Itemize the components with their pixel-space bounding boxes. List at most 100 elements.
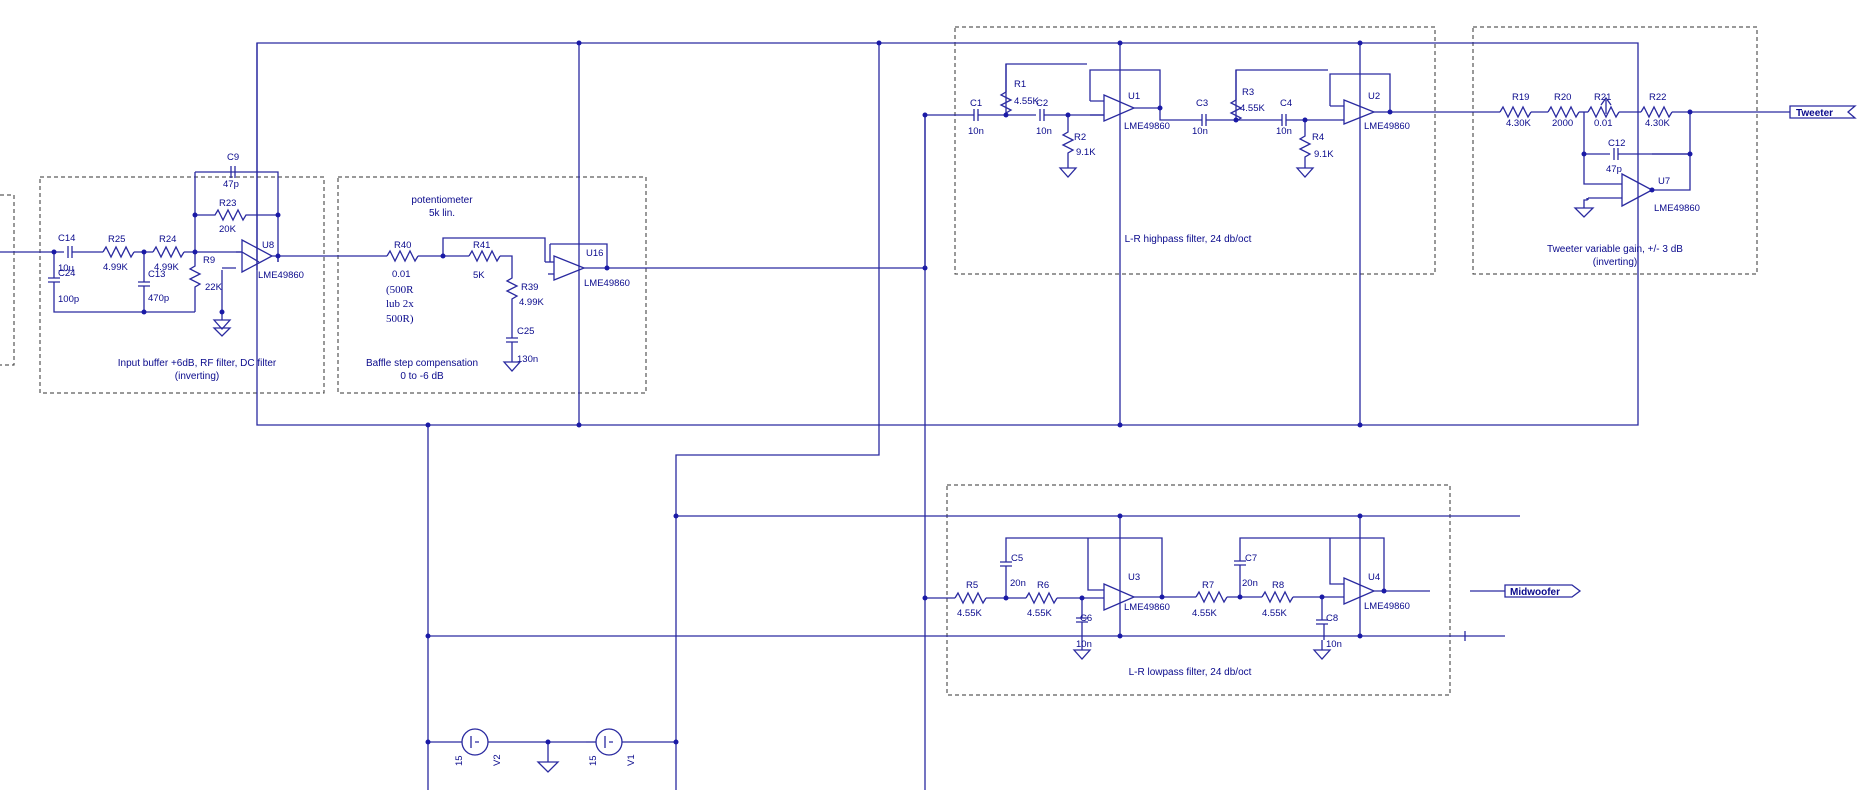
power-junctions: [425, 40, 1363, 745]
input-buffer-circuit: [0, 166, 350, 330]
ground-tweeter: [1573, 207, 1595, 218]
component-c6-ref: C6: [1080, 613, 1092, 624]
component-r8-ref: R8: [1272, 580, 1284, 591]
component-r3-value: 4.55K: [1240, 103, 1265, 114]
component-u16-ref: U16: [586, 248, 603, 259]
component-r20-value: 2000: [1552, 118, 1573, 129]
component-r41-ref: R41: [473, 240, 490, 251]
voltage-source-v1: 15 V1: [588, 728, 637, 766]
component-r6-ref: R6: [1037, 580, 1049, 591]
midwoofer-net-label: Midwoofer: [1504, 584, 1582, 598]
section-offscreen-box: [0, 194, 15, 366]
baffle-step-labels: R40 0.01 (500R lub 2x 500R) R41 5K R39 4…: [366, 195, 630, 382]
component-r25-ref: R25: [108, 234, 125, 245]
component-u4-value: LME49860: [1364, 601, 1410, 612]
component-r8-value: 4.55K: [1262, 608, 1287, 619]
component-r22-ref: R22: [1649, 92, 1666, 103]
component-c1-value: 10n: [968, 126, 984, 137]
voltage-source-v2: 15 V2: [454, 728, 503, 766]
component-c24-ref: C24: [58, 268, 75, 279]
section-input-buffer-subtitle: (inverting): [175, 371, 219, 382]
tweeter-gain-junctions: [1581, 109, 1693, 193]
component-r5-ref: R5: [966, 580, 978, 591]
highpass-labels: C1 10n R1 4.55K C2 10n R2 9.1K U1 LME498…: [968, 79, 1410, 245]
component-c24-value: 100p: [58, 294, 79, 305]
component-c14-ref: C14: [58, 233, 75, 244]
section-baffle-step-box: [337, 176, 647, 394]
r40-note-line-3: 500R): [386, 313, 414, 325]
r40-note-line-2: lub 2x: [386, 298, 414, 310]
component-c1-ref: C1: [970, 98, 982, 109]
baffle-step-junctions: [440, 253, 928, 271]
component-r41-value: 5K: [473, 270, 485, 281]
component-c4-value: 10n: [1276, 126, 1292, 137]
lowpass-labels: R5 4.55K C5 20n R6 4.55K C6 10n U3 LME49…: [957, 553, 1410, 678]
input-buffer-junctions: [51, 212, 281, 315]
component-r19-value: 4.30K: [1506, 118, 1531, 129]
component-u4-ref: U4: [1368, 572, 1380, 583]
section-baffle-step-title: Baffle step compensation: [366, 358, 478, 369]
section-highpass-title: L-R highpass filter, 24 db/oct: [1125, 234, 1252, 245]
component-c12-ref: C12: [1608, 138, 1625, 149]
component-c13-ref: C13: [148, 269, 165, 280]
component-u8-ref: U8: [262, 240, 274, 251]
component-r1-ref: R1: [1014, 79, 1026, 90]
component-c2-value: 10n: [1036, 126, 1052, 137]
component-r25-value: 4.99K: [103, 262, 128, 273]
component-c2-ref: C2: [1036, 98, 1048, 109]
component-r6-value: 4.55K: [1027, 608, 1052, 619]
component-c9-ref: C9: [227, 152, 239, 163]
component-r9-ref: R9: [203, 255, 215, 266]
net-label-midwoofer: Midwoofer: [1510, 587, 1560, 598]
tweeter-gain-circuit: [1499, 96, 1790, 218]
component-c12-value: 47p: [1606, 164, 1622, 175]
component-r2-ref: R2: [1074, 132, 1086, 143]
component-r40-ref: R40: [394, 240, 411, 251]
section-input-buffer-title: Input buffer +6dB, RF filter, DC filter: [118, 358, 277, 369]
component-v1-value: 15: [588, 755, 599, 766]
component-r1-value: 4.55K: [1014, 96, 1039, 107]
r40-note-line-1: (500R: [386, 284, 414, 296]
component-r7-value: 4.55K: [1192, 608, 1217, 619]
section-input-buffer-box: [39, 176, 325, 394]
component-r21-value: 0.01: [1594, 118, 1613, 129]
tweeter-gain-labels: R19 4.30K R20 2000 R21 0.01 R22 4.30K C1…: [1506, 92, 1700, 268]
component-r2-value: 9.1K: [1076, 147, 1096, 158]
component-r24-value: 4.99K: [154, 262, 179, 273]
component-r21-ref: R21: [1594, 92, 1611, 103]
component-r5-value: 4.55K: [957, 608, 982, 619]
component-c8-value: 10n: [1326, 639, 1342, 650]
section-highpass-box: [954, 26, 1436, 275]
component-c5-value: 20n: [1010, 578, 1026, 589]
component-r39-ref: R39: [521, 282, 538, 293]
component-c25-value: 130n: [517, 354, 538, 365]
section-tweeter-gain-subtitle: (inverting): [1593, 257, 1637, 268]
component-r24-ref: R24: [159, 234, 176, 245]
component-v2-ref: V2: [492, 754, 503, 766]
component-u7-ref: U7: [1658, 176, 1670, 187]
section-lowpass-title: L-R lowpass filter, 24 db/oct: [1129, 667, 1252, 678]
component-r19-ref: R19: [1512, 92, 1529, 103]
component-r7-ref: R7: [1202, 580, 1214, 591]
component-r23-value: 20K: [219, 224, 237, 235]
component-c14-value: 10u: [58, 263, 74, 274]
component-r40-value: 0.01: [392, 269, 411, 280]
component-r9-value: 22K: [205, 282, 223, 293]
component-r4-value: 9.1K: [1314, 149, 1334, 160]
component-r3-ref: R3: [1242, 87, 1254, 98]
component-u1-ref: U1: [1128, 91, 1140, 102]
section-tweeter-gain-title: Tweeter variable gain, +/- 3 dB: [1547, 244, 1683, 255]
baffle-step-circuit: [350, 237, 925, 372]
potentiometer-note-line-1: potentiometer: [411, 195, 473, 206]
component-r4-ref: R4: [1312, 132, 1324, 143]
component-u3-value: LME49860: [1124, 602, 1170, 613]
component-v2-value: 15: [454, 755, 465, 766]
component-u7-value: LME49860: [1654, 203, 1700, 214]
component-c5-ref: C5: [1011, 553, 1023, 564]
input-buffer-labels: C14 10u C24 100p R25 4.99K R24 4.99K C13…: [58, 152, 304, 382]
component-c13-value: 470p: [148, 293, 169, 304]
net-label-tweeter: Tweeter: [1796, 108, 1833, 119]
component-r39-value: 4.99K: [519, 297, 544, 308]
ground-input-buffer: [212, 327, 232, 337]
